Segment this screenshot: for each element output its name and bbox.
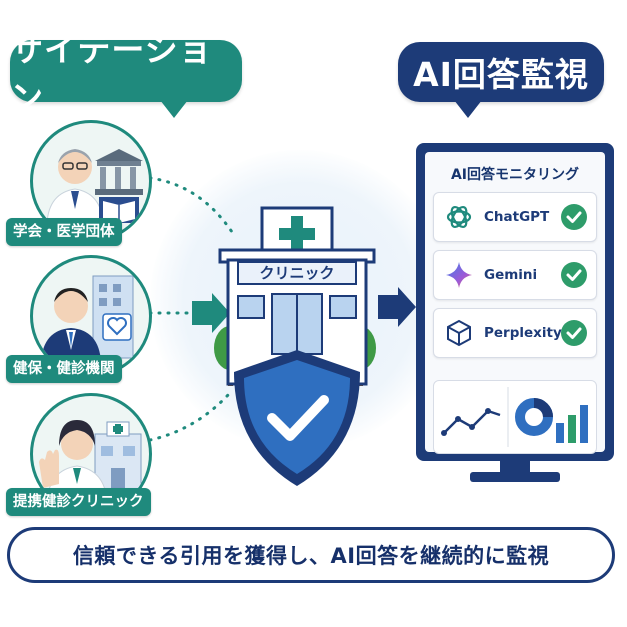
ai-service-row-chatgpt: ChatGPT [433, 192, 597, 242]
source-label-partner-clinic: 提携健診クリニック [6, 488, 151, 516]
source-label-insurance: 健保・健診機関 [6, 355, 122, 383]
check-icon [561, 204, 587, 230]
source-label-academic: 学会・医学団体 [6, 218, 122, 246]
ai-monitoring-bubble: AI回答監視 [398, 42, 604, 118]
monitor-base [470, 472, 560, 482]
arrow-right-icon [192, 293, 230, 333]
summary-text: 信頼できる引用を獲得し、AI回答を継続的に監視 [72, 544, 550, 568]
bubble-tail [454, 100, 482, 118]
summary-banner: 信頼できる引用を獲得し、AI回答を継続的に監視 [7, 527, 615, 583]
check-icon [561, 320, 587, 346]
ai-service-name: Perplexity [484, 325, 562, 341]
monitor: AI回答モニタリング ChatGPT [416, 143, 614, 461]
monitor-stand [500, 461, 530, 473]
check-icon [561, 262, 587, 288]
clinic-building-icon [214, 206, 376, 486]
monitor-screen: AI回答モニタリング ChatGPT [425, 152, 605, 454]
citation-title: サイテーション [10, 30, 213, 117]
citation-bubble: サイテーション [10, 30, 242, 118]
arrow-right-icon [378, 287, 416, 327]
bubble-tail [160, 100, 188, 118]
gemini-icon [446, 262, 472, 288]
perplexity-icon [447, 319, 471, 347]
analytics-panel [433, 380, 597, 454]
ai-service-row-gemini: Gemini [433, 250, 597, 300]
clinic-sign: クリニック [259, 264, 335, 282]
ai-monitoring-title: AI回答監視 [413, 55, 589, 94]
ai-service-name: Gemini [484, 267, 538, 283]
monitor-title: AI回答モニタリング [450, 167, 580, 183]
analytics-chart-icon [441, 387, 588, 447]
ai-service-name: ChatGPT [484, 209, 550, 225]
ai-service-row-perplexity: Perplexity [433, 308, 597, 358]
chatgpt-icon [446, 205, 472, 229]
